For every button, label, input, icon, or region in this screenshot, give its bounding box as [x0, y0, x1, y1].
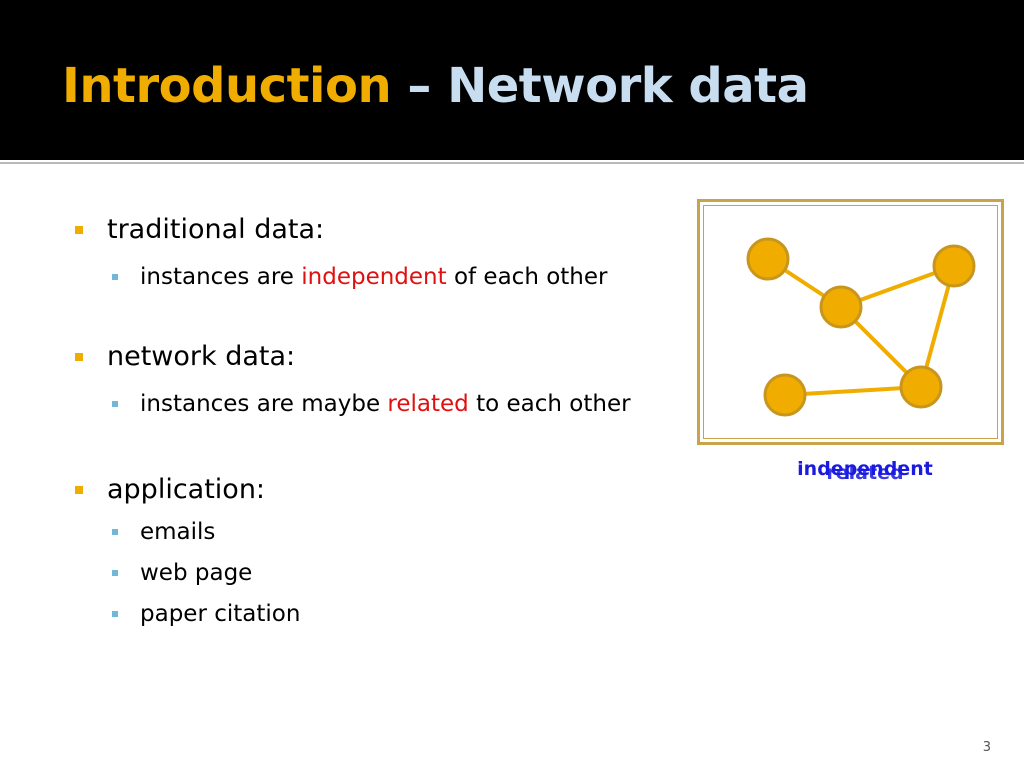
page-number: 3 [982, 740, 991, 755]
title-bar [0, 0, 1024, 160]
sub-bullet-prefix: instances are [140, 264, 302, 290]
bullet-label: network data: [107, 341, 296, 372]
sub-bullet-marker [112, 401, 118, 407]
network-node [763, 373, 807, 417]
highlight-independent: independent [301, 264, 447, 290]
network-diagram-inner-border [703, 205, 998, 439]
slide-title-part1: Introduction [62, 58, 392, 114]
bullet-marker [75, 353, 83, 361]
sub-bullet-application-item: paper citation [112, 599, 300, 629]
highlight-related: related [387, 391, 469, 417]
sub-bullet-text: instances are independent of each other [140, 264, 607, 290]
bullet-application: application: [75, 473, 265, 507]
bullet-marker [75, 226, 83, 234]
sub-bullet-suffix: of each other [446, 264, 608, 290]
caption-independent: independent [797, 458, 933, 480]
sub-bullet-traditional: instances are independent of each other [112, 262, 607, 292]
sub-bullet-marker [112, 529, 118, 535]
network-diagram [746, 237, 976, 417]
slide-title-part2: – Network data [391, 58, 809, 114]
sub-bullet-text: instances are maybe related to each othe… [140, 391, 631, 417]
sub-bullet-marker [112, 274, 118, 280]
sub-bullet-application-item: web page [112, 558, 252, 588]
bullet-label: application: [107, 474, 266, 505]
network-node [819, 285, 863, 329]
bullet-network-data: network data: [75, 340, 295, 374]
sub-bullet-text: paper citation [140, 601, 301, 627]
sub-bullet-suffix: to each other [468, 391, 631, 417]
network-node [899, 365, 943, 409]
bullet-marker [75, 486, 83, 494]
sub-bullet-text: web page [140, 560, 253, 586]
sub-bullet-application-item: emails [112, 517, 215, 547]
title-divider [0, 160, 1024, 164]
network-node [746, 237, 790, 281]
network-edge [784, 385, 922, 397]
caption-related: related [826, 462, 904, 484]
sub-bullet-prefix: instances are maybe [140, 391, 388, 417]
slide-title: Introduction – Network data [62, 50, 809, 122]
sub-bullet-text: emails [140, 519, 216, 545]
sub-bullet-marker [112, 611, 118, 617]
bullet-label: traditional data: [107, 214, 325, 245]
network-node [932, 244, 976, 288]
sub-bullet-marker [112, 570, 118, 576]
diagram-caption-overlay: independent related [780, 455, 950, 485]
bullet-traditional-data: traditional data: [75, 213, 324, 247]
sub-bullet-network: instances are maybe related to each othe… [112, 389, 631, 419]
